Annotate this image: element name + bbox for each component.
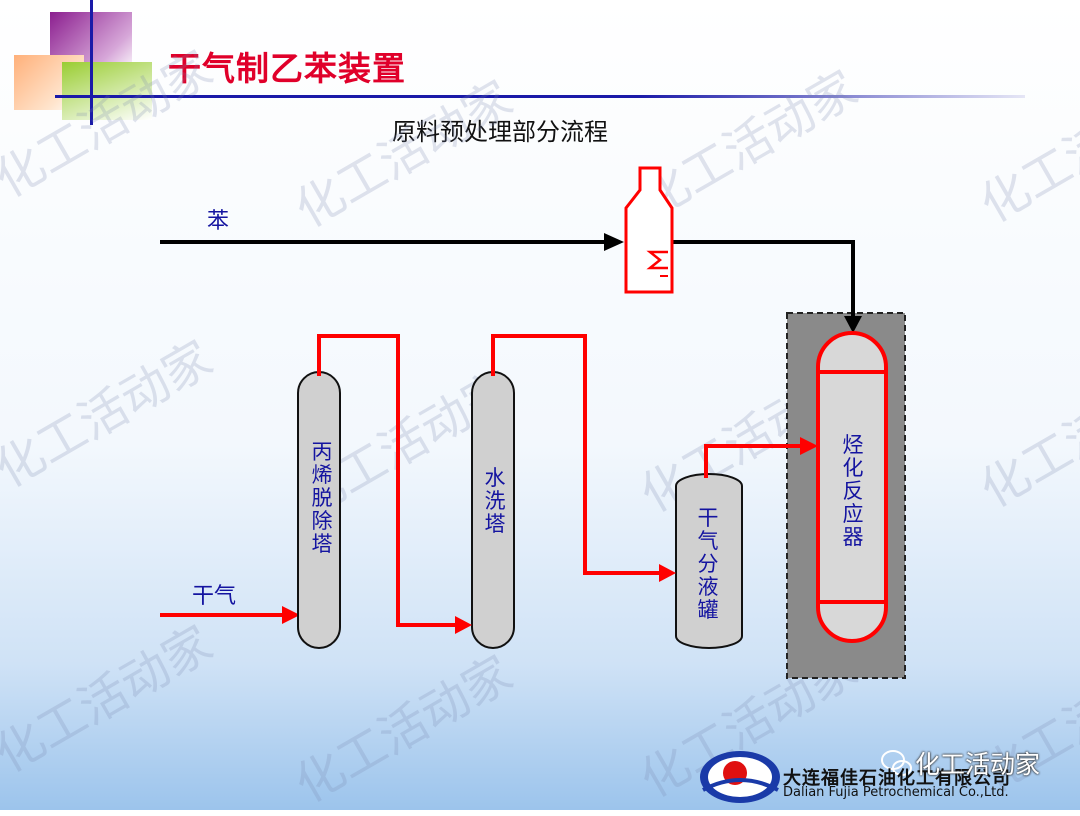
dry-gas-label: 干气 xyxy=(192,584,237,609)
company-name-en: Dalian Fujia Petrochemical Co.,Ltd. xyxy=(783,785,1009,800)
header-horizontal-line xyxy=(55,95,1025,98)
benzene-line xyxy=(160,233,862,333)
knockout-drum-label: 干气分液罐 xyxy=(697,506,719,622)
line-drum-to-reactor xyxy=(704,437,818,478)
header-decor-green xyxy=(62,62,152,120)
page-title: 干气制乙苯装置 xyxy=(168,49,406,88)
company-name-cn: 大连福佳石油化工有限公司 xyxy=(783,768,1011,789)
company-logo xyxy=(700,751,780,803)
alkylation-reactor-label: 烃化反应器 xyxy=(842,433,864,549)
water-wash-tower-label: 水洗塔 xyxy=(484,466,506,536)
alkylation-reactor xyxy=(816,331,888,643)
line-tower2-to-drum xyxy=(491,334,676,582)
dry-gas-feed-line xyxy=(160,606,300,624)
wechat-account-label: 化工活动家 xyxy=(915,750,1041,779)
header-vertical-line xyxy=(90,0,93,125)
line-tower1-to-tower2 xyxy=(317,334,472,634)
benzene-label: 苯 xyxy=(207,209,230,234)
benzene-heater xyxy=(624,166,674,294)
diagram-subtitle: 原料预处理部分流程 xyxy=(392,118,608,146)
wechat-icon xyxy=(881,750,912,776)
propylene-removal-tower-label: 丙烯脱除塔 xyxy=(311,440,333,556)
knockout-drum xyxy=(675,473,743,649)
